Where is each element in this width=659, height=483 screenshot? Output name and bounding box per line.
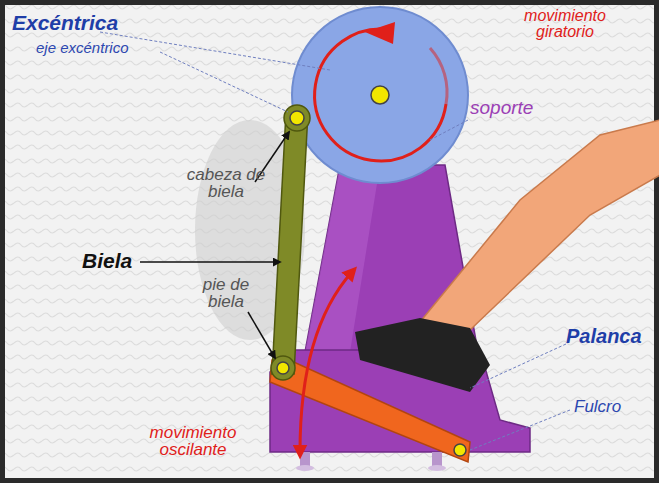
rod-pin: [277, 362, 289, 374]
leader-line: [100, 32, 330, 70]
part-title: Palanca: [566, 326, 642, 346]
support-shade: [305, 165, 380, 352]
part-label: cabeza de biela: [186, 166, 266, 200]
arrow-head: [365, 22, 395, 44]
eccentric-disc: [292, 7, 468, 183]
part-title: Excéntrica: [12, 12, 118, 33]
leg: [420, 120, 659, 330]
leader-line: [470, 410, 570, 450]
fulcrum-pin: [454, 444, 466, 456]
part-label: soporte: [470, 98, 533, 117]
base-foot: [300, 452, 310, 466]
part-label: eje excéntrico: [36, 40, 129, 55]
leader-line: [430, 120, 468, 140]
motion-label: movimiento oscilante: [138, 424, 248, 458]
eccentric-pin: [290, 111, 304, 125]
leader-line: [160, 52, 288, 112]
leader-arrow: [140, 261, 280, 263]
part-title: Biela: [82, 250, 132, 271]
leader-line: [470, 344, 566, 388]
shoe: [355, 318, 490, 392]
leader-arrow: [248, 312, 275, 358]
rotation-arrow: [315, 29, 446, 161]
part-label: Fulcro: [574, 398, 621, 415]
disc-axle: [371, 86, 389, 104]
base-foot: [432, 452, 442, 466]
motion-label: movimiento giratorio: [500, 8, 630, 40]
oscillation-arrow: [300, 272, 352, 452]
connecting-rod: [272, 112, 308, 374]
part-label: pie de biela: [196, 276, 256, 310]
